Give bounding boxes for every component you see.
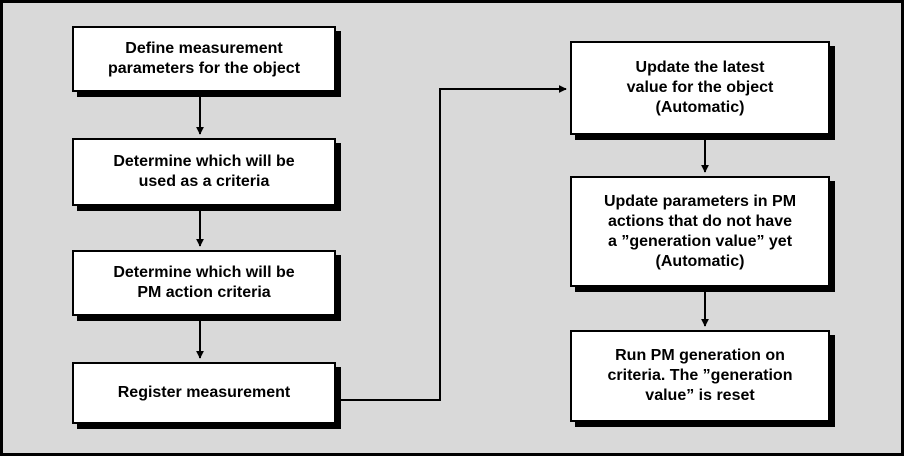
arrow-register-to-update-latest — [338, 85, 567, 401]
step-update-pm-parameters: Update parameters in PM actions that do … — [570, 176, 830, 287]
step-determine-criteria: Determine which will be used as a criter… — [72, 138, 336, 206]
step-register-measurement: Register measurement — [72, 362, 336, 424]
step-run-pm-generation: Run PM generation on criteria. The ”gene… — [570, 330, 830, 422]
step-define-parameters: Define measurement parameters for the ob… — [72, 26, 336, 92]
step-determine-pm-criteria: Determine which will be PM action criter… — [72, 250, 336, 316]
step-update-latest-value: Update the latest value for the object (… — [570, 41, 830, 135]
